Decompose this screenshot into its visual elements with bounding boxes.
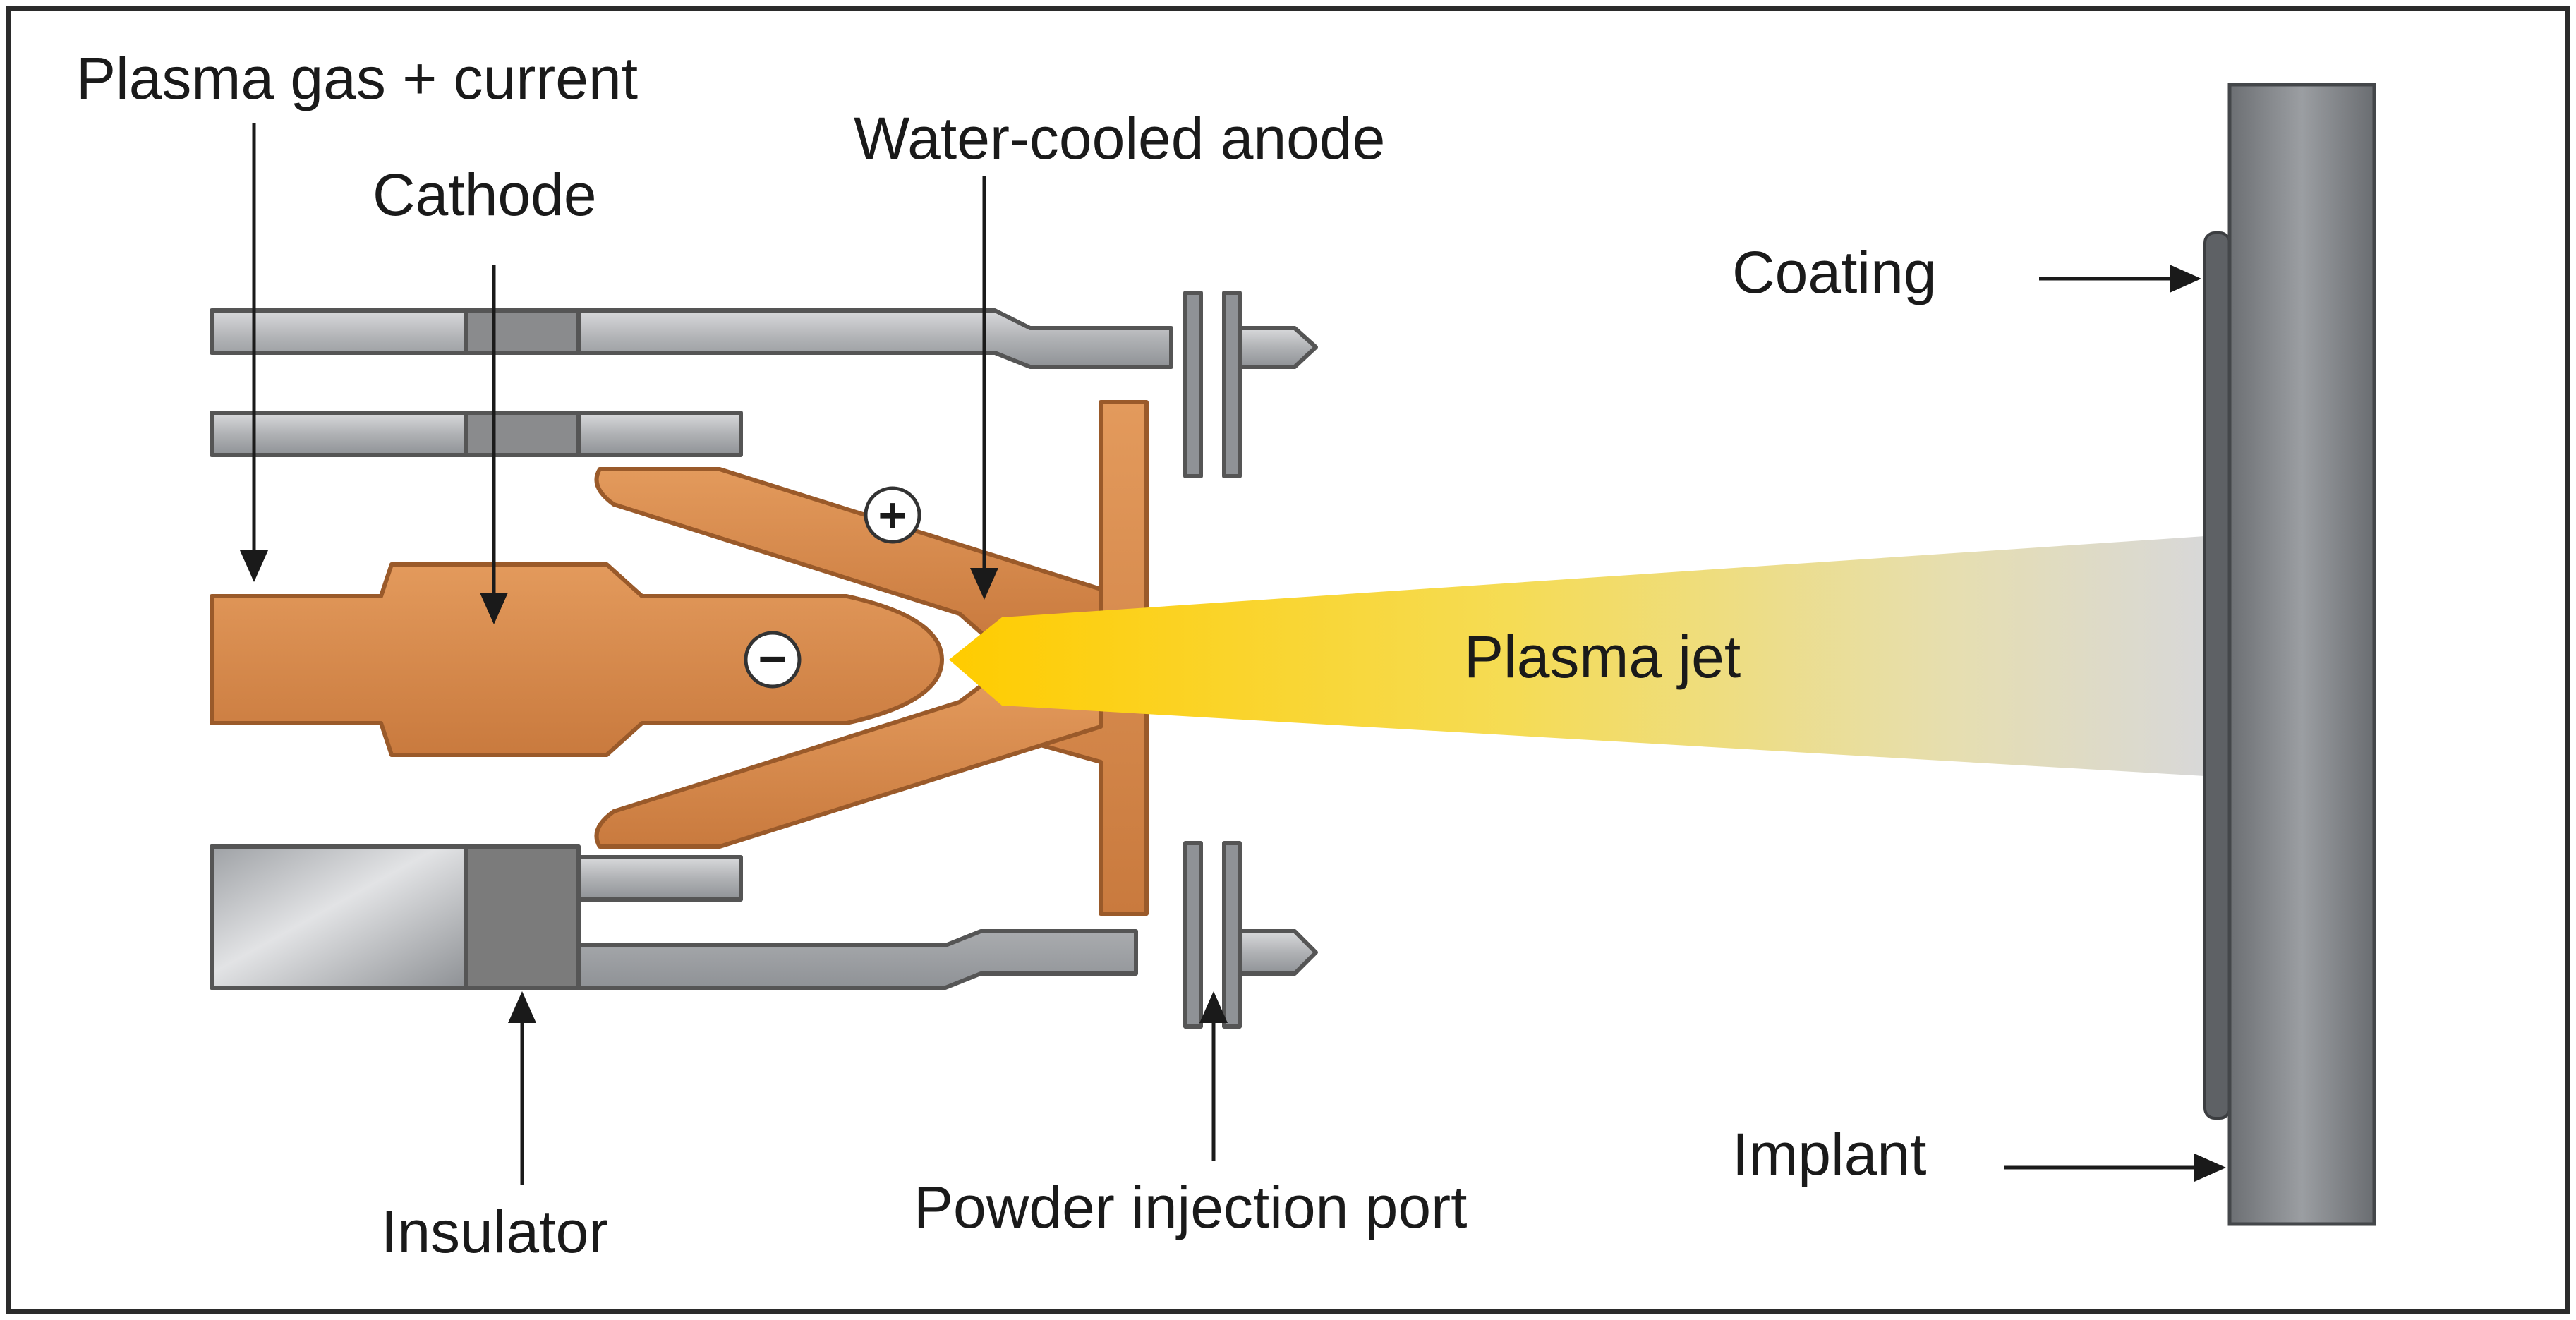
- leader-arrows: [240, 123, 2226, 1185]
- cathode-body: [210, 562, 944, 757]
- coating-layer: [2203, 231, 2231, 1120]
- svg-text:+: +: [878, 488, 907, 543]
- base-block: [210, 844, 468, 990]
- label-insulator: Insulator: [381, 1199, 608, 1265]
- figure-border: [6, 6, 2570, 1314]
- negative-charge-symbol: −: [744, 631, 802, 689]
- powder-port-upper: [1183, 291, 1318, 478]
- powder-port-lower: [1183, 841, 1318, 1029]
- insulator-block: [464, 844, 581, 990]
- implant-plate: [2227, 83, 2376, 1226]
- insulator-band-top: [464, 308, 581, 355]
- label-cathode: Cathode: [373, 162, 597, 228]
- label-plasma-gas: Plasma gas + current: [76, 45, 638, 111]
- upper-housing: [210, 308, 1173, 369]
- label-anode: Water-cooled anode: [854, 105, 1385, 171]
- insulator-band-mid: [464, 411, 581, 457]
- lower-inner-plate: [576, 855, 743, 902]
- positive-charge-symbol: +: [864, 486, 921, 544]
- label-powder-port: Powder injection port: [914, 1174, 1467, 1240]
- svg-text:−: −: [758, 631, 787, 686]
- label-plasma-jet: Plasma jet: [1464, 624, 1741, 690]
- plasma-torch: [210, 291, 1318, 1029]
- label-implant: Implant: [1732, 1121, 1926, 1187]
- plasma-jet: [949, 536, 2205, 776]
- label-coating: Coating: [1732, 239, 1937, 305]
